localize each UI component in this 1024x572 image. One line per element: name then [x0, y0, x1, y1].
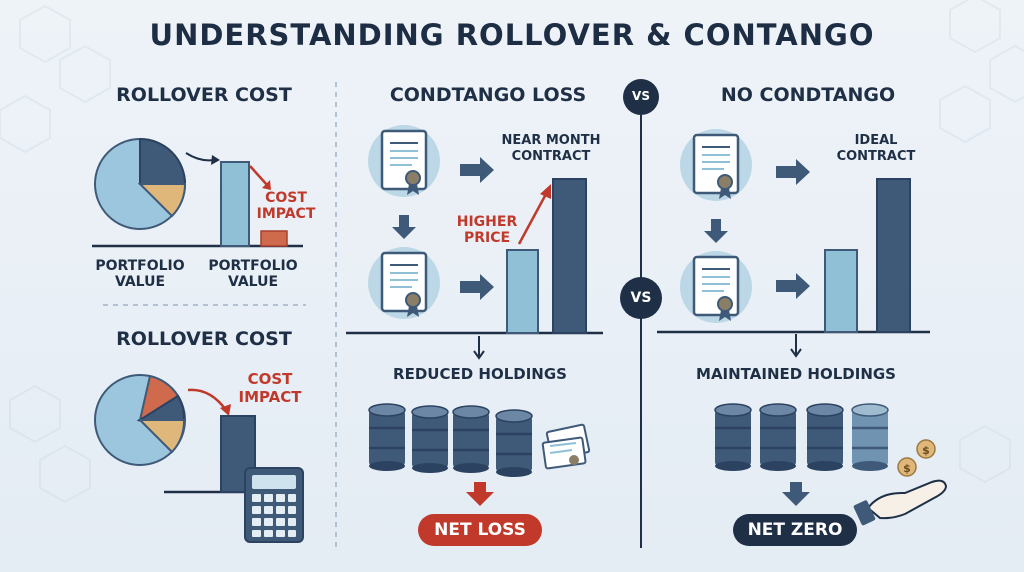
- near-month-bar: [506, 249, 539, 334]
- right-arrow-icon: [776, 159, 810, 185]
- vs-badge-top: VS: [632, 89, 650, 103]
- near-month-contract-label: NEAR MONTH CONTRACT: [501, 133, 601, 164]
- down-arrow-small: [790, 348, 802, 358]
- curve-arrow-top: [185, 152, 215, 162]
- higher-price-bar: [552, 178, 587, 334]
- pie-chart-top: [94, 137, 187, 230]
- contango-loss-heading: CONDTANGO LOSS: [389, 84, 587, 106]
- page-title: UNDERSTANDING ROLLOVER & CONTANGO: [149, 18, 875, 52]
- right-arrow-icon: [776, 273, 810, 299]
- cost-impact-label-top: COST IMPACT: [256, 190, 316, 222]
- rollover-cost-heading-bottom: ROLLOVER COST: [116, 328, 292, 350]
- down-arrow-icon: [392, 215, 416, 239]
- vs-badge-middle-shape: [620, 277, 662, 319]
- contract-document-icon-top-right: [678, 127, 754, 203]
- net-zero-badge: NET ZERO: [733, 514, 857, 546]
- red-arrow-up: [517, 193, 548, 245]
- net-loss-badge: NET LOSS: [418, 514, 542, 546]
- near-bar-right: [824, 249, 858, 333]
- reduced-holdings-label: REDUCED HOLDINGS: [393, 365, 567, 383]
- ideal-contract-label: IDEAL CONTRACT: [836, 133, 916, 164]
- navy-down-arrow-icon: [782, 482, 810, 506]
- svg-text:$: $: [922, 444, 930, 457]
- no-contango-heading: NO CONDTANGO: [720, 84, 896, 106]
- red-arrow-bottom: [187, 388, 228, 411]
- barrel-icons-reduced: [367, 402, 534, 479]
- hand-with-coins-icon: $ $: [853, 439, 948, 526]
- right-arrow-icon: [460, 274, 494, 300]
- cost-impact-label-bottom: COST IMPACT: [238, 370, 302, 406]
- red-down-arrow-icon: [466, 482, 494, 506]
- pie-chart-bottom: [94, 374, 186, 466]
- ideal-bar-right: [876, 178, 911, 333]
- cost-impact-bar-top: [260, 230, 288, 247]
- portfolio-value-label-left: PORTFOLIO VALUE: [95, 258, 185, 290]
- vs-badge-middle: VS: [630, 290, 652, 306]
- higher-price-label: HIGHER PRICE: [456, 214, 518, 246]
- barrel-icons-maintained: [713, 402, 890, 473]
- maintained-holdings-label: MAINTAINED HOLDINGS: [696, 365, 896, 383]
- vs-badge-top-shape: [623, 79, 659, 115]
- right-arrow-icon: [460, 157, 494, 183]
- down-arrow-small: [473, 350, 485, 360]
- contract-document-icon-bottom: [366, 245, 442, 321]
- contract-document-icon-top: [366, 123, 442, 199]
- portfolio-value-label-right: PORTFOLIO VALUE: [208, 258, 298, 290]
- portfolio-bar-top: [220, 161, 250, 247]
- svg-text:$: $: [903, 462, 911, 475]
- contract-document-icon-bottom-right: [678, 249, 754, 325]
- document-stack-icon: [541, 423, 591, 470]
- background-hexagons: [0, 0, 1024, 504]
- rollover-cost-heading-top: ROLLOVER COST: [116, 84, 292, 106]
- down-arrow-icon: [704, 219, 728, 243]
- calculator-icon: [244, 467, 304, 543]
- red-arrow-top: [249, 165, 269, 187]
